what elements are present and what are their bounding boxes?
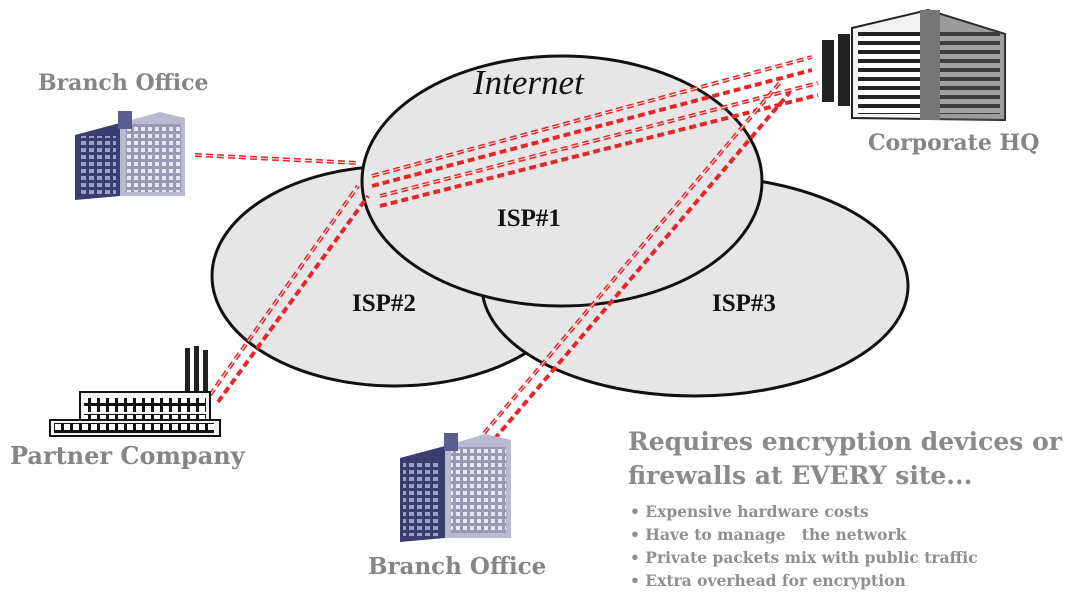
building-icon	[400, 433, 511, 542]
list-item: • Extra overhead for encryption	[630, 571, 906, 590]
corporate-hq-label: Corporate HQ	[868, 130, 1040, 156]
isp3-label: ISP#3	[712, 290, 776, 317]
isp1-label: ISP#1	[497, 205, 561, 232]
tunnel-branch-hq-2	[371, 68, 813, 188]
list-item: • Expensive hardware costs	[630, 502, 869, 521]
list-item: • Have to manage the network	[630, 525, 907, 544]
isp-clouds	[210, 54, 910, 398]
isp2-label: ISP#2	[352, 290, 416, 317]
branch-office-top-label: Branch Office	[38, 70, 209, 96]
tunnel-partner-2	[216, 194, 370, 404]
partner-company-label: Partner Company	[10, 441, 245, 470]
branch-office-bottom-label: Branch Office	[368, 553, 547, 580]
building-icon	[75, 111, 185, 200]
internet-label: Internet	[473, 63, 584, 102]
tunnel-hq-2	[379, 93, 819, 208]
factory-icon	[49, 346, 221, 437]
drawback-list: • Expensive hardware costs • Have to man…	[630, 500, 978, 592]
note-title-line2: firewalls at EVERY site...	[628, 461, 973, 490]
encryption-note: Requires encryption devices or firewalls…	[628, 425, 1062, 493]
note-title-line1: Requires encryption devices or	[628, 427, 1062, 456]
tunnel-branch-bottom-2	[478, 90, 792, 458]
office-tower-icon	[822, 8, 1006, 122]
list-item: • Private packets mix with public traffi…	[630, 548, 978, 567]
